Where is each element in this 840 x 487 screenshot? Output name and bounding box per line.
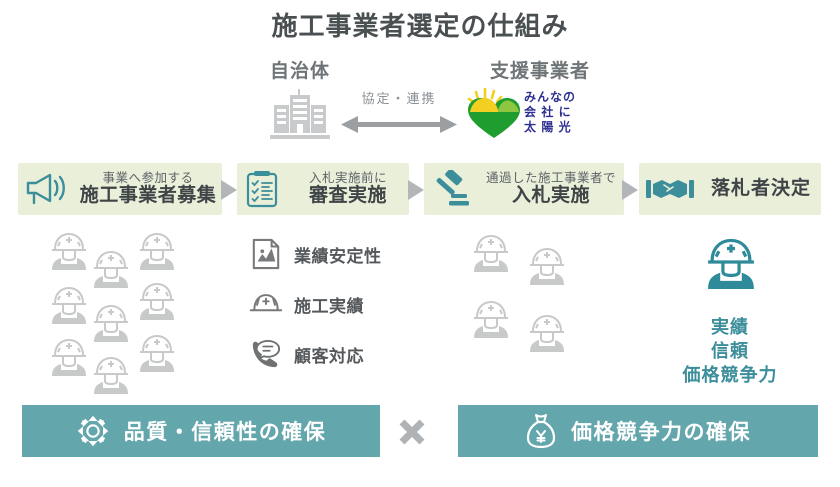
process-step-bidding-main: 入札実施 [511,184,590,206]
worker-icon [468,230,514,274]
multiply-icon [397,417,427,447]
outcome-price-label: 価格競争力の確保 [571,421,751,444]
process-step-bidding-sub: 通過した施工事業者で [485,171,616,186]
municipality-label: 自治体 [269,61,330,82]
megaphone-icon [18,171,74,207]
criterion-construction-record: 施工実績 [246,284,416,324]
process-step-recruit-sub: 事業へ参加する [102,171,194,186]
logo-line-3: 太 陽 光 [524,120,572,134]
process-step-award-main: 落札者決定 [710,178,811,200]
worker-icon [46,282,92,326]
partner-label: 支援事業者 [489,61,590,82]
agreement-label: 協定・連携 [361,91,437,106]
process-step-bidding-text: 通過した施工事業者で 入札実施 [478,172,624,205]
partner-logo-text: みんなの 会 社 に 太 陽 光 [524,90,598,135]
partner-logo: みんなの 会 社 に 太 陽 光 [466,87,598,142]
process-step-recruit-main: 施工事業者募集 [79,184,217,206]
outcome-quality-bar[interactable]: 品質・信頼性の確保 [22,405,380,457]
process-step-recruit-text: 事業へ参加する 施工事業者募集 [74,172,222,205]
government-building-icon [268,85,332,141]
winner-keyword-2: 価格競争力 [682,365,778,385]
triangle-right-icon [221,180,237,200]
money-bag-icon [525,413,557,449]
worker-icon [468,296,514,340]
triangle-right-icon [408,180,424,200]
process-step-award-text: 落札者決定 [701,179,821,199]
page-title: 施工事業者選定の仕組み [271,11,569,41]
criterion-customer-support-label: 顧客対応 [294,346,364,366]
triangle-right-icon [622,180,638,200]
criterion-performance-stability: 業績安定性 [246,234,416,274]
process-step-screening-sub: 入札実施前に [308,171,387,186]
worker-icon [524,243,570,287]
process-step-screening-main: 審査実施 [308,184,387,206]
worker-icon [134,330,180,374]
worker-icon [524,310,570,354]
process-step-bidding[interactable]: 通過した施工事業者で 入札実施 [424,163,624,215]
worker-icon [88,352,134,396]
worker-icon [134,278,180,322]
logo-line-2: 会 社 に [524,105,572,119]
worker-icon [88,300,134,344]
criterion-customer-support: 顧客対応 [246,334,416,374]
outcome-price-bar[interactable]: 価格競争力の確保 [458,405,818,457]
checklist-icon [237,170,287,208]
process-step-screening-text: 入札実施前に 審査実施 [287,172,409,205]
winner-keyword-1: 信頼 [711,341,749,361]
criterion-construction-record-label: 施工実績 [294,296,364,316]
worker-highlight-icon [700,232,762,292]
worker-icon [134,228,180,272]
worker-icon [46,334,92,378]
handshake-icon [639,174,701,204]
worker-icon [46,228,92,272]
outcome-quality-label: 品質・信頼性の確保 [123,421,327,444]
sun-heart-logo-icon [466,87,522,140]
report-chart-icon [246,238,286,270]
winner-keyword-0: 実績 [711,317,749,337]
double-arrow-icon [341,112,457,138]
gear-icon [76,414,110,448]
worker-icon [88,246,134,290]
process-step-recruit[interactable]: 事業へ参加する 施工事業者募集 [18,163,222,215]
process-step-screening[interactable]: 入札実施前に 審査実施 [237,163,409,215]
gavel-icon [424,170,478,208]
helmet-icon [246,291,286,317]
logo-line-1: みんなの [524,90,577,104]
phone-support-icon [246,339,286,369]
process-step-award[interactable]: 落札者決定 [639,163,821,215]
criterion-performance-stability-label: 業績安定性 [294,246,382,266]
